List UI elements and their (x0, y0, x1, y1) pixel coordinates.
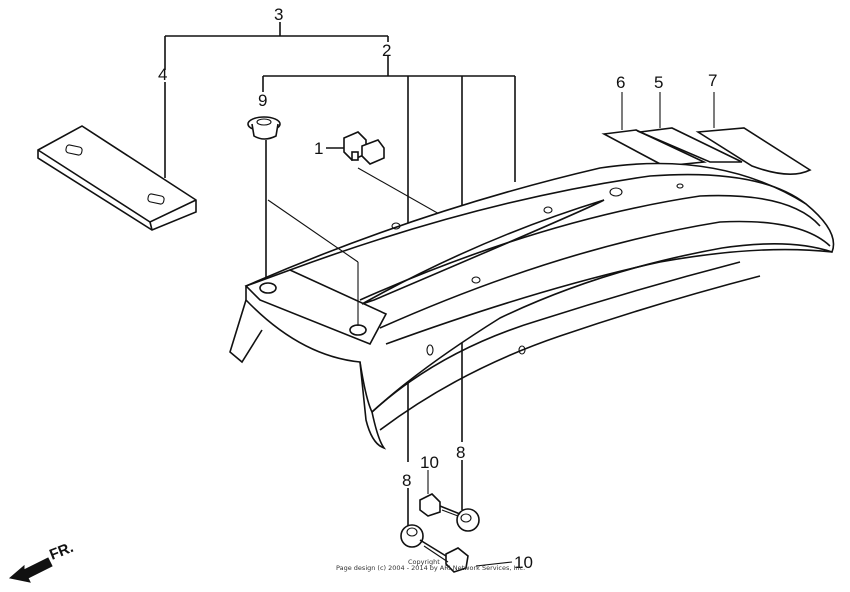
callout-3: 3 (274, 5, 283, 24)
copyright-line-2: Page design (c) 2004 - 2014 by ARI Netwo… (336, 564, 525, 572)
copyright-footer: Copyright Page design (c) 2004 - 2014 by… (336, 558, 525, 572)
callout-labels: 3 2 4 9 1 6 5 7 8 8 10 10 (158, 5, 717, 572)
callout-8-right: 8 (456, 443, 465, 462)
rear-fender-part-2 (229, 162, 835, 450)
callout-6: 6 (616, 73, 625, 92)
callout-2: 2 (382, 41, 391, 60)
copyright-line-1: Copyright (408, 558, 440, 566)
callout-8-left: 8 (402, 471, 411, 490)
callout-brackets (164, 22, 516, 567)
clip-part-1 (326, 131, 479, 237)
nut-part-8 (400, 508, 480, 548)
callout-5: 5 (654, 73, 663, 92)
callout-10-top: 10 (420, 453, 439, 472)
plate-part-4 (37, 125, 197, 231)
bolt-part-10 (419, 493, 469, 573)
callout-1: 1 (314, 139, 323, 158)
callout-7: 7 (708, 71, 717, 90)
front-arrow-icon (8, 557, 53, 583)
callout-9: 9 (258, 91, 267, 110)
front-label: FR. (47, 539, 76, 564)
front-direction-indicator: FR. (8, 539, 76, 583)
callout-4: 4 (158, 65, 167, 84)
grommet-part-9 (247, 116, 281, 140)
decal-parts-5-6-7 (601, 92, 812, 175)
callout-10-bottom: 10 (514, 553, 533, 572)
